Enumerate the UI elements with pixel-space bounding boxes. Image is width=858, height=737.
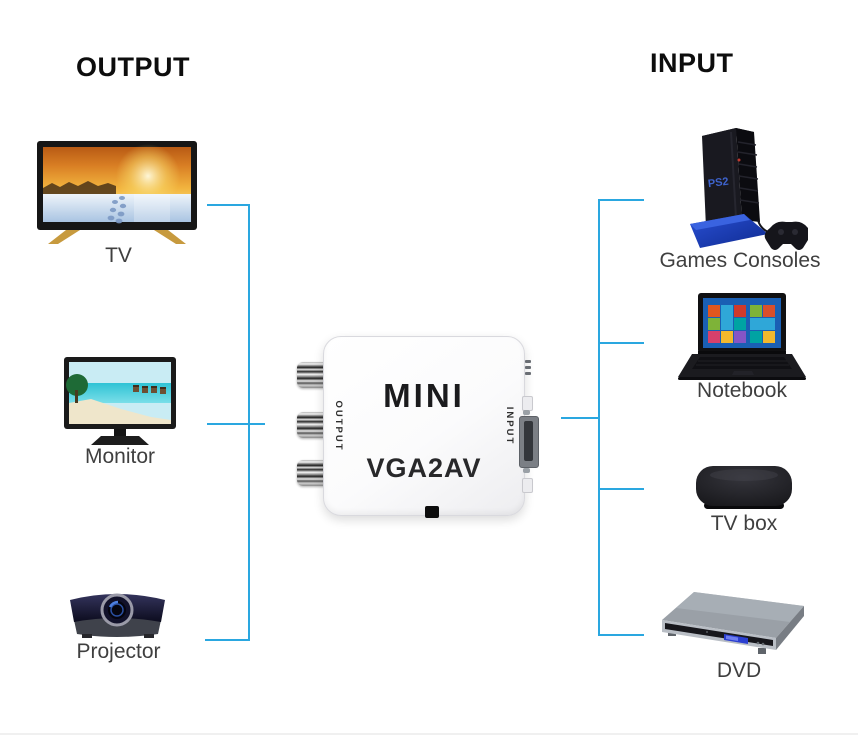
side-tab [522,478,533,493]
vga-screw-bottom [523,468,530,473]
tv-box-illustration [694,462,794,519]
vga-slot [524,421,533,461]
games-console-illustration: PS2 [678,120,810,259]
tv-illustration [36,140,201,255]
notebook-illustration [672,293,812,394]
dvd-image [662,592,804,654]
bottom-divider [0,733,858,735]
tv-box-connector-line [600,488,644,490]
input-bus-line [598,199,600,636]
projector-image [70,593,165,638]
vga-screw-top [523,410,530,415]
dvd-illustration [660,586,818,667]
vent-dot [525,366,531,369]
mode-switch [425,506,439,518]
output-port-label: OUTPUT [333,400,344,452]
games-console-label: Games Consoles [659,249,821,272]
vent-dot [525,360,531,363]
side-tab [522,396,533,411]
converter-body: MINI VGA2AV OUTPUT INPUT [323,336,525,516]
monitor-illustration [55,357,185,454]
monitor-image [64,357,176,445]
tv-box-image [696,466,792,509]
controller-icon [757,219,810,250]
tv-image [37,141,197,244]
projector-label: Projector [76,640,161,663]
notebook-image [678,293,806,380]
projector-connector-line [205,639,249,641]
notebook-connector-line [600,342,644,344]
tv-label: TV [105,244,132,267]
vent-dot [525,372,531,375]
ps2-logo: PS2 [707,176,729,190]
tv-box-label: TV box [710,512,778,535]
vga2av-converter: MINI VGA2AV OUTPUT INPUT [297,336,543,518]
rca-jack-yellow [297,362,326,388]
monitor-connector-line [207,423,265,425]
output-bus-line [248,204,250,641]
vga-port [519,416,539,468]
games-console-connector-line [600,199,644,201]
games-console-image: PS2 [690,128,810,250]
windows-tiles [708,305,775,343]
dvd-connector-line [600,634,644,636]
monitor-label: Monitor [84,445,156,468]
projector-illustration [60,584,175,649]
input-port-label: INPUT [504,406,515,446]
tv-connector-line [207,204,249,206]
notebook-label: Notebook [697,379,787,402]
rca-jack-red [297,460,326,486]
dvd-label: DVD [716,659,762,682]
model-label: VGA2AV [366,453,482,483]
vga-connector-line [561,417,599,419]
brand-logo: MINI [383,377,465,414]
output-heading: OUTPUT [76,52,190,82]
rca-jack-white [297,412,326,438]
input-heading: INPUT [650,48,734,78]
